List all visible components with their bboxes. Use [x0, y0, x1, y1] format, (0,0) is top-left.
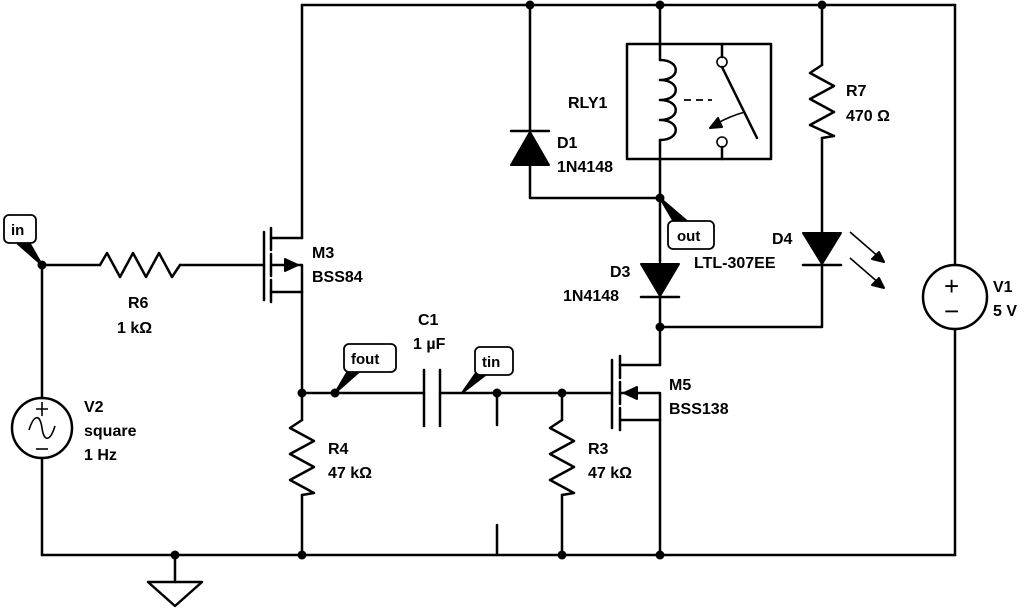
r3-value: 47 kΩ: [588, 465, 632, 482]
net-label-in: in: [3, 214, 43, 266]
resistor-r4: R4 47 kΩ: [288, 418, 372, 497]
v1-plus-sign: +: [944, 271, 959, 301]
r7-value: 470 Ω: [846, 108, 890, 125]
r4-value: 47 kΩ: [328, 465, 372, 482]
resistor-r3: R3 47 kΩ: [548, 418, 632, 497]
ground-symbol: [146, 553, 204, 608]
net-label-tin-text: tin: [482, 354, 500, 371]
v2-type: square: [84, 423, 137, 440]
wires: [40, 3, 957, 557]
dc-source-v1: + − V1 5 V: [921, 263, 1017, 331]
v1-minus-sign: −: [944, 296, 959, 326]
d3-name: D3: [610, 264, 631, 281]
diode-d1: D1 1N4148: [509, 129, 613, 176]
v2-name: V2: [84, 399, 104, 416]
led-d4: D4 LTL-307EE: [694, 231, 885, 289]
d4-name: D4: [772, 231, 793, 248]
ac-source-v2: V2 square 1 Hz: [10, 396, 137, 464]
resistor-r7: R7 470 Ω: [808, 63, 890, 140]
d1-name: D1: [557, 135, 578, 152]
capacitor-c1: C1 1 µF: [413, 312, 446, 428]
d3-part: 1N4148: [563, 288, 619, 305]
net-label-in-text: in: [11, 222, 24, 239]
relay-rly1: RLY1: [568, 42, 773, 161]
resistor-r6: R6 1 kΩ: [98, 251, 182, 337]
r4-name: R4: [328, 441, 349, 458]
net-label-out-text: out: [677, 228, 700, 245]
net-label-fout: fout: [334, 343, 397, 394]
r6-value: 1 kΩ: [117, 320, 152, 337]
rly1-name: RLY1: [568, 95, 608, 112]
m3-name: M3: [312, 245, 334, 262]
junctions: [37, 0, 827, 560]
net-label-out: out: [659, 197, 715, 250]
r6-name: R6: [128, 295, 149, 312]
d1-part: 1N4148: [557, 159, 613, 176]
net-label-tin: tin: [461, 346, 514, 394]
mosfet-m5: M5 BSS138: [610, 354, 729, 432]
m5-name: M5: [669, 377, 691, 394]
m3-part: BSS84: [312, 269, 363, 286]
v1-name: V1: [993, 279, 1013, 296]
d4-part: LTL-307EE: [694, 255, 776, 272]
diode-d3: D3 1N4148: [563, 263, 681, 305]
r3-name: R3: [588, 441, 609, 458]
c1-value: 1 µF: [413, 336, 446, 353]
net-label-fout-text: fout: [351, 351, 379, 368]
mosfet-m3: M3 BSS84: [262, 226, 363, 304]
v1-value: 5 V: [993, 303, 1017, 320]
r7-name: R7: [846, 83, 867, 100]
m5-part: BSS138: [669, 401, 729, 418]
c1-name: C1: [418, 312, 439, 329]
v2-freq: 1 Hz: [84, 447, 117, 464]
